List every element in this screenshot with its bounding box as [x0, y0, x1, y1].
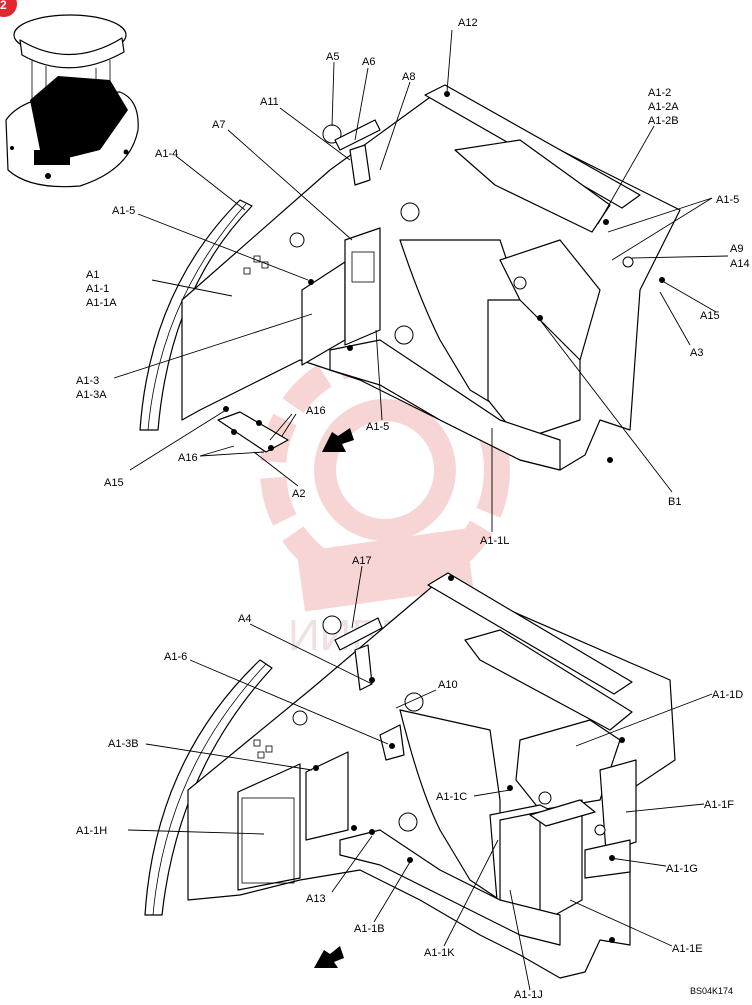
label-a1-5-mid: A1-5 — [366, 421, 389, 433]
label-a1-1: A1-1 — [86, 283, 109, 295]
label-a15-right: A15 — [700, 310, 720, 322]
label-a13: A13 — [306, 893, 326, 905]
label-a5: A5 — [326, 51, 339, 63]
label-a1-5-right: A1-5 — [716, 194, 739, 206]
machine-thumbnail — [5, 14, 139, 188]
label-a1-4: A1-4 — [155, 148, 178, 160]
label-a16-top: A16 — [306, 405, 326, 417]
label-a1-1b: A1-1B — [354, 923, 385, 935]
label-a1-2a: A1-2A — [648, 101, 679, 113]
label-a1-1e: A1-1E — [672, 943, 703, 955]
label-a1-1h: A1-1H — [76, 825, 107, 837]
label-a1-1l: A1-1L — [480, 535, 509, 547]
label-a1-5-left: A1-5 — [112, 205, 135, 217]
label-a1-1d: A1-1D — [712, 689, 743, 701]
direction-arrow-upper — [322, 428, 354, 452]
upper-leader-lines — [113, 29, 729, 532]
label-a15-left: A15 — [104, 477, 124, 489]
label-b1: B1 — [668, 496, 681, 508]
label-a12: A12 — [458, 17, 478, 29]
label-a4: A4 — [238, 613, 251, 625]
label-a1-3: A1-3 — [76, 375, 99, 387]
label-a1-1f: A1-1F — [704, 799, 734, 811]
label-a16-left: A16 — [178, 452, 198, 464]
label-a1-1a: A1-1A — [86, 297, 117, 309]
upper-callout-labels: A12 A5 A6 A8 A11 A7 A1-4 A1-5 A1 A1-1 A1… — [76, 17, 750, 547]
label-a2: A2 — [292, 488, 305, 500]
label-a1-6: A1-6 — [164, 651, 187, 663]
label-a17: A17 — [352, 555, 372, 567]
label-a14: A14 — [730, 258, 750, 270]
label-a1-1j: A1-1J — [514, 989, 543, 1000]
label-a1-2b: A1-2B — [648, 115, 679, 127]
label-a1-1g: A1-1G — [666, 863, 698, 875]
label-a1-1c: A1-1C — [436, 791, 467, 803]
label-a3: A3 — [690, 347, 703, 359]
lower-assembly-drawing — [144, 572, 676, 979]
page-badge-number: 2 — [0, 0, 7, 12]
lower-callout-labels: A17 A4 A10 A1-6 A1-3B A1-1H A13 A1-1B A1… — [76, 555, 743, 1001]
label-a1: A1 — [86, 269, 99, 281]
label-a10: A10 — [438, 679, 458, 691]
label-a7: A7 — [212, 119, 225, 131]
label-a11: A11 — [260, 96, 279, 108]
label-a1-2: A1-2 — [648, 87, 671, 99]
drawing-code: BS04K174 — [690, 986, 733, 996]
label-a1-3b: A1-3B — [108, 738, 139, 750]
label-a1-1k: A1-1K — [424, 947, 455, 959]
label-a9: A9 — [730, 243, 743, 255]
direction-arrow-lower — [314, 946, 344, 968]
lower-leader-lines — [127, 565, 713, 991]
label-a8: A8 — [402, 71, 415, 83]
label-a6: A6 — [362, 56, 375, 68]
page-badge: 2 — [0, 0, 17, 17]
label-a1-3a: A1-3A — [76, 389, 107, 401]
